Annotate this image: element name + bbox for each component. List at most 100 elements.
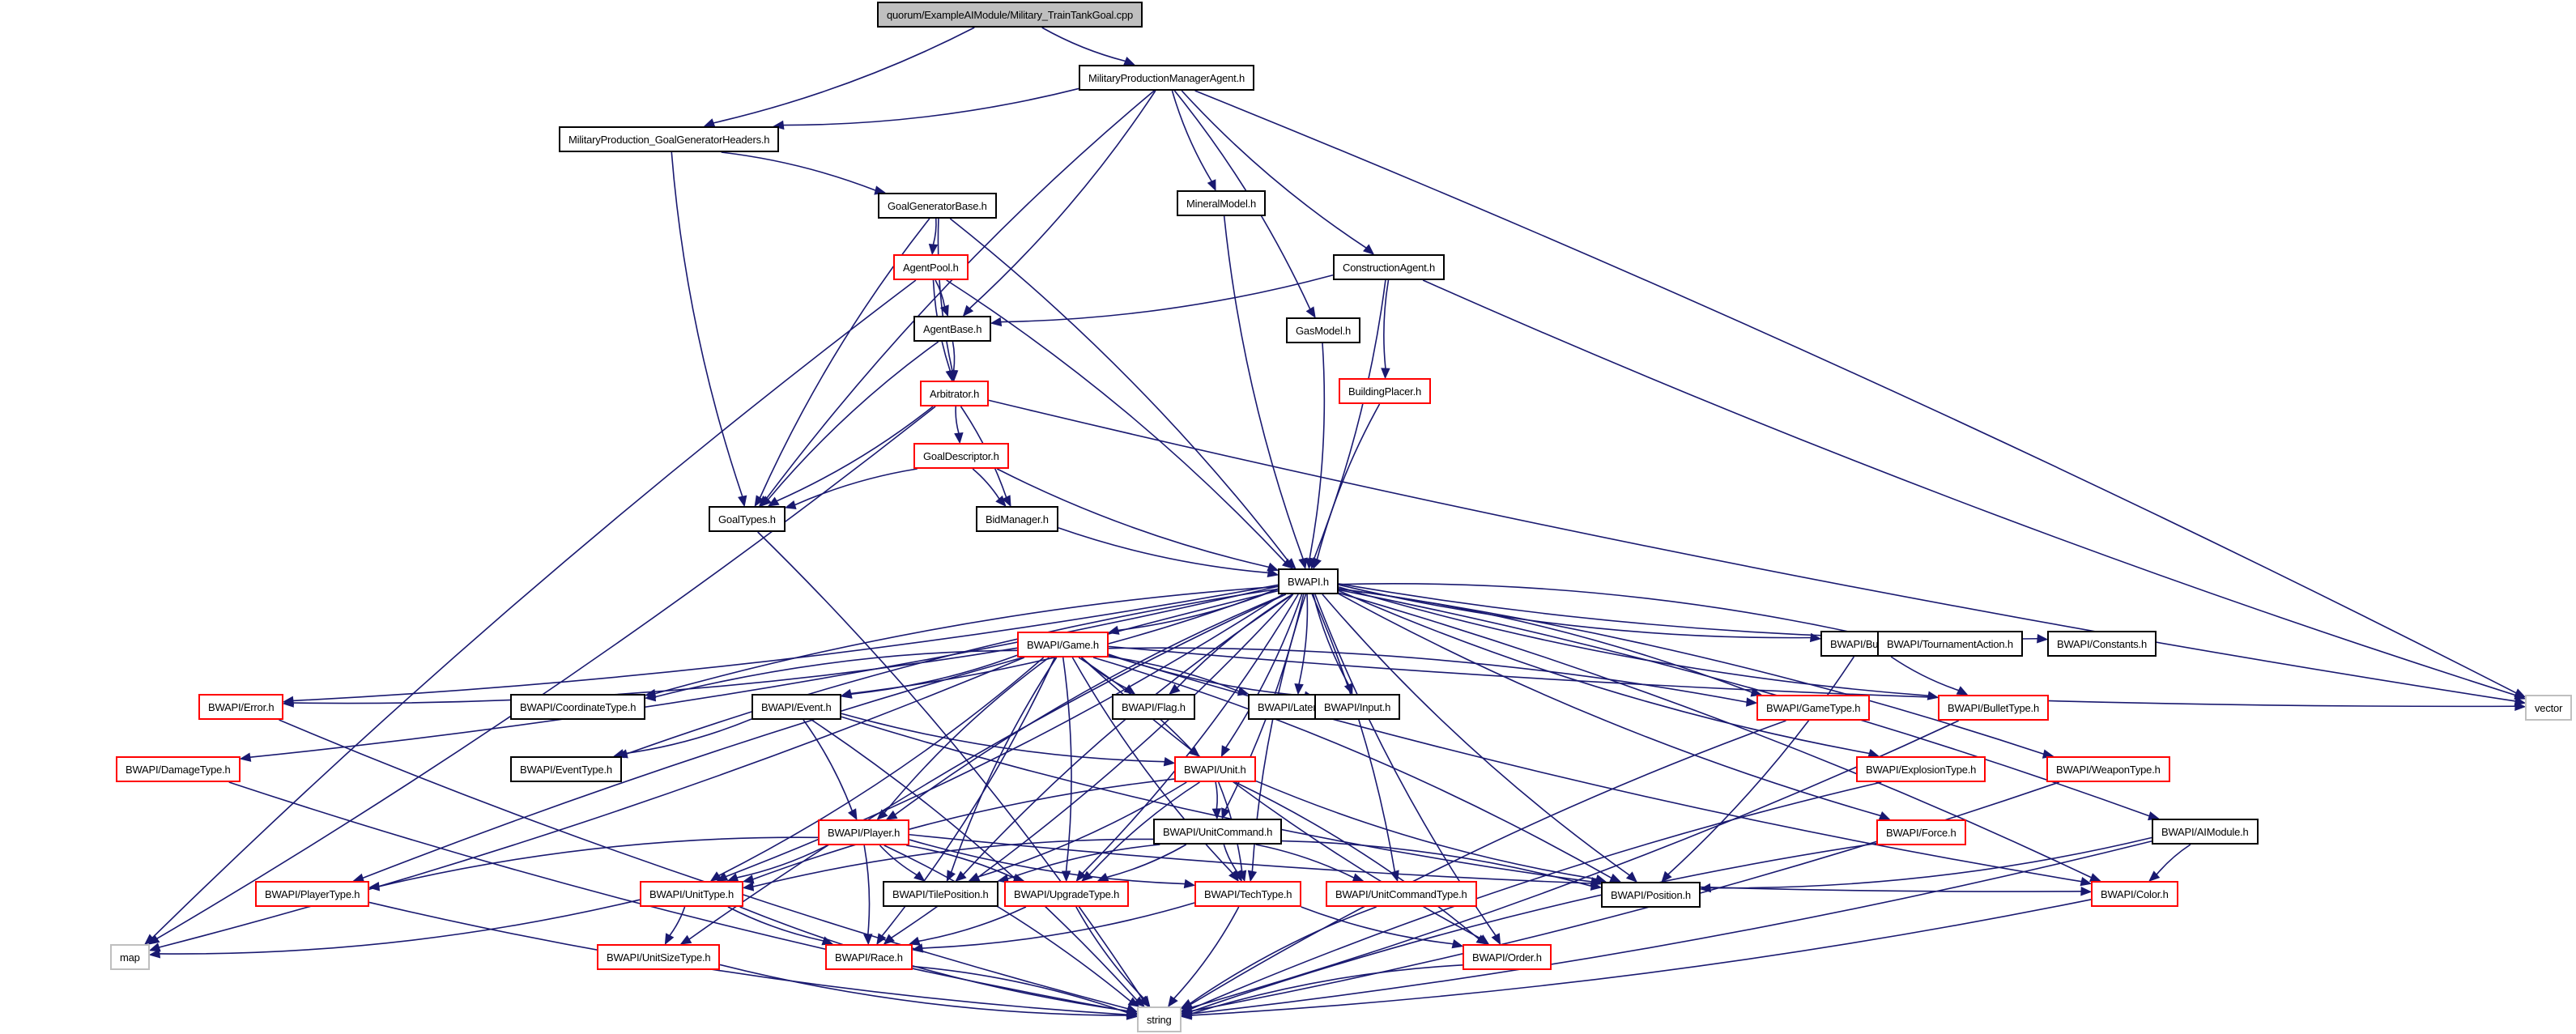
graph-node-gas[interactable]: GasModel.h [1286, 317, 1361, 343]
edge-unitcommand-to-unittype [752, 838, 1154, 887]
graph-node-agentbase[interactable]: AgentBase.h [913, 316, 992, 342]
graph-node-goaltypes[interactable]: GoalTypes.h [709, 506, 786, 532]
edge-aimodule-to-position [1710, 836, 2152, 889]
graph-node-game[interactable]: BWAPI/Game.h [1017, 632, 1109, 657]
edge-techtype-to-string [1173, 906, 1240, 999]
graph-node-explosion[interactable]: BWAPI/ExplosionType.h [1856, 756, 1986, 782]
edge-construction-to-vector [1422, 279, 2517, 696]
edge-player-to-race [863, 845, 871, 935]
graph-node-coordtype[interactable]: BWAPI/CoordinateType.h [510, 694, 646, 720]
edge-unit-to-order [1235, 781, 1480, 940]
graph-node-ggb[interactable]: GoalGeneratorBase.h [878, 193, 997, 219]
edge-playertype-to-string [368, 901, 1128, 1015]
graph-node-weapontype[interactable]: BWAPI/WeaponType.h [2046, 756, 2170, 782]
graph-node-bwapi[interactable]: BWAPI.h [1278, 568, 1339, 594]
arrowhead-icon [709, 871, 722, 882]
graph-node-error[interactable]: BWAPI/Error.h [198, 694, 284, 720]
edge-color-to-string [1190, 899, 2092, 1016]
edge-aimodule-to-color [2156, 844, 2191, 875]
graph-node-unittype[interactable]: BWAPI/UnitType.h [640, 881, 743, 907]
arrowhead-icon [760, 496, 772, 507]
graph-node-input[interactable]: BWAPI/Input.h [1314, 694, 1401, 720]
graph-node-vector[interactable]: vector [2525, 695, 2573, 721]
graph-node-mpggh[interactable]: MilitaryProduction_GoalGeneratorHeaders.… [559, 126, 780, 152]
graph-node-map[interactable]: map [110, 944, 150, 970]
graph-node-eventtype[interactable]: BWAPI/EventType.h [510, 756, 622, 782]
arrowhead-icon [1123, 56, 1136, 66]
graph-node-agentpool[interactable]: AgentPool.h [893, 254, 969, 280]
arrowhead-icon [784, 500, 797, 509]
graph-node-arbitrator[interactable]: Arbitrator.h [920, 381, 990, 406]
edge-race-to-string [912, 965, 1128, 1014]
edge-error-to-string [279, 719, 1128, 1010]
arrowhead-icon [911, 943, 924, 953]
edge-game-to-player [884, 657, 1050, 814]
graph-node-unitsize[interactable]: BWAPI/UnitSizeType.h [597, 944, 721, 970]
edge-bwapi-to-position [1322, 594, 1630, 876]
graph-node-flag[interactable]: BWAPI/Flag.h [1112, 694, 1195, 720]
arrowhead-icon [1220, 745, 1231, 758]
graph-node-damagetype[interactable]: BWAPI/DamageType.h [116, 756, 241, 782]
graph-node-tournament[interactable]: BWAPI/TournamentAction.h [1877, 631, 2023, 657]
arrowhead-icon [1168, 995, 1178, 1008]
graph-node-aimodule[interactable]: BWAPI/AIModule.h [2152, 819, 2259, 845]
edge-gametype-to-string [1190, 720, 1786, 1006]
graph-node-unit[interactable]: BWAPI/Unit.h [1174, 756, 1256, 782]
edge-event-to-unit [841, 713, 1165, 763]
arrowhead-icon [1305, 558, 1314, 570]
edge-mpma-to-mpggh [783, 87, 1079, 126]
edge-unitsize-to-string [719, 964, 1128, 1016]
arrowhead-icon [2514, 691, 2527, 700]
arrowhead-icon [1305, 306, 1316, 319]
graph-node-mpma[interactable]: MilitaryProductionManagerAgent.h [1079, 65, 1255, 91]
graph-node-gametype[interactable]: BWAPI/GameType.h [1756, 695, 1871, 721]
graph-node-bullettype[interactable]: BWAPI/BulletType.h [1938, 695, 2049, 721]
graph-node-playertype[interactable]: BWAPI/PlayerType.h [255, 881, 370, 907]
edge-unitcommand-to-tilepos [1007, 844, 1160, 880]
edge-ggb-to-agentpool [932, 218, 937, 245]
edge-agentbase-to-goaltypes [767, 341, 939, 500]
edge-player-to-playertype [378, 836, 819, 887]
graph-node-buildingplacer[interactable]: BuildingPlacer.h [1339, 378, 1432, 404]
arrowhead-icon [1625, 871, 1637, 883]
arrowhead-icon [1381, 368, 1390, 380]
graph-node-constants[interactable]: BWAPI/Constants.h [2047, 631, 2157, 657]
graph-node-goaldesc[interactable]: GoalDescriptor.h [913, 443, 1009, 469]
arrowhead-icon [876, 809, 888, 820]
graph-node-race[interactable]: BWAPI/Race.h [825, 944, 913, 970]
arrowhead-icon [2037, 633, 2049, 644]
edge-arbitrator-to-goaltypes [776, 406, 934, 502]
edge-gas-to-bwapi [1309, 343, 1326, 560]
graph-node-player[interactable]: BWAPI/Player.h [818, 819, 910, 845]
graph-node-unitcmdtype[interactable]: BWAPI/UnitCommandType.h [1326, 881, 1477, 907]
graph-node-root[interactable]: quorum/ExampleAIModule/Military_TrainTan… [877, 2, 1143, 28]
graph-node-order[interactable]: BWAPI/Order.h [1463, 944, 1552, 970]
graph-node-position[interactable]: BWAPI/Position.h [1601, 882, 1701, 908]
arrowhead-icon [2148, 870, 2161, 882]
graph-node-event[interactable]: BWAPI/Event.h [752, 694, 841, 720]
edge-game-to-vector [1108, 645, 2516, 708]
graph-node-color[interactable]: BWAPI/Color.h [2091, 881, 2178, 907]
edge-force-to-string [1190, 842, 1877, 1013]
graph-node-string[interactable]: string [1137, 1006, 1182, 1032]
edge-ggb-to-arbitrator [937, 218, 953, 372]
arrowhead-icon [2514, 701, 2527, 711]
edge-unittype-to-unitsize [669, 906, 686, 936]
graph-node-mineral[interactable]: MineralModel.h [1177, 190, 1267, 216]
edge-upgradetype-to-race [918, 906, 1027, 943]
arrowhead-icon [1294, 683, 1304, 696]
arrowhead-icon [754, 495, 764, 508]
edge-ggb-to-bwapi [949, 218, 1289, 562]
arrowhead-icon [1126, 1007, 1139, 1018]
arrowhead-icon [1207, 179, 1216, 192]
graph-node-techtype[interactable]: BWAPI/TechType.h [1194, 881, 1302, 907]
edge-mpggh-to-goaltypes [671, 151, 743, 497]
graph-node-construction[interactable]: ConstructionAgent.h [1333, 254, 1445, 280]
edge-arbitrator-to-vector [988, 399, 2516, 702]
graph-node-bidmanager[interactable]: BidManager.h [976, 506, 1058, 532]
graph-node-force[interactable]: BWAPI/Force.h [1876, 819, 1966, 845]
graph-node-upgradetype[interactable]: BWAPI/UpgradeType.h [1004, 881, 1130, 907]
edge-game-to-map [159, 657, 1025, 948]
graph-node-unitcommand[interactable]: BWAPI/UnitCommand.h [1153, 819, 1283, 845]
graph-node-tilepos[interactable]: BWAPI/TilePosition.h [883, 881, 998, 907]
